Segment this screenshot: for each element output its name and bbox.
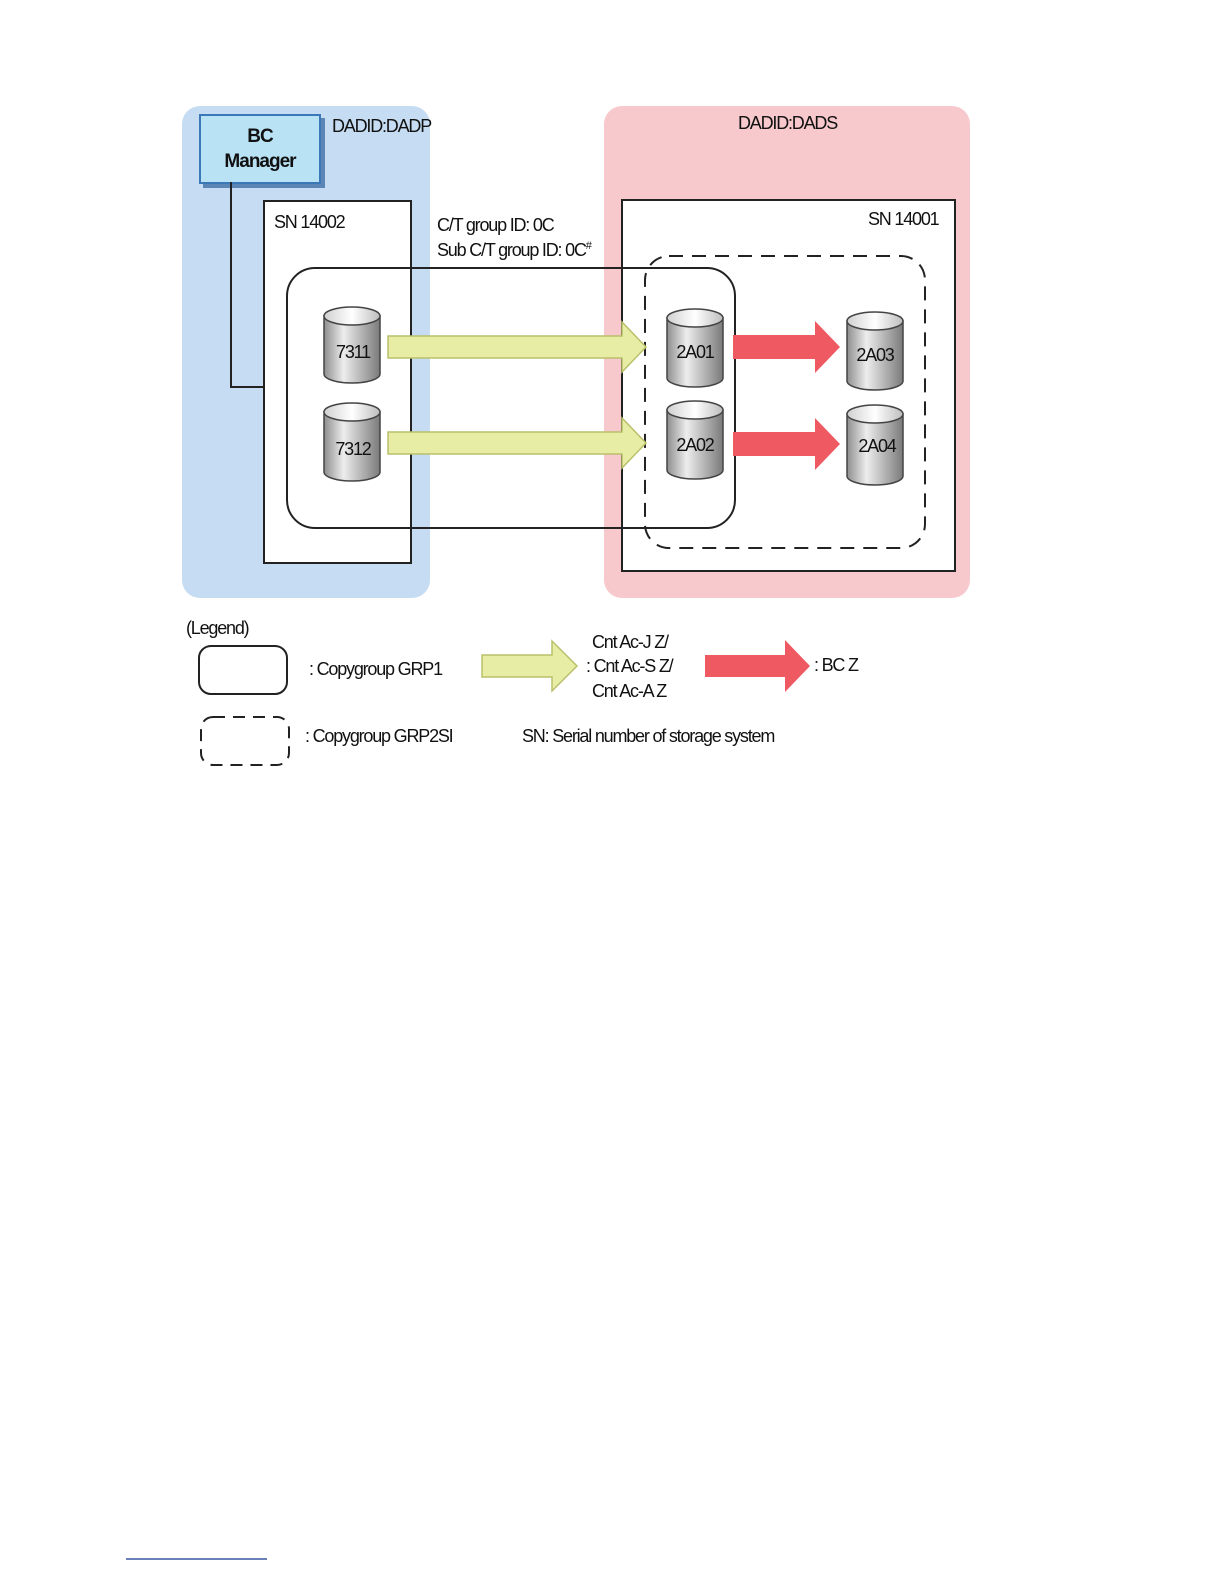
legend-grp2si-label: : Copygroup GRP2SI [305, 726, 452, 747]
volume-2A03-label: 2A03 [853, 345, 897, 366]
legend-title: (Legend) [186, 618, 248, 639]
legend-grp2si-swatch [201, 717, 289, 765]
volume-2A02-label: 2A02 [673, 435, 717, 456]
volume-2A01-label: 2A01 [673, 342, 717, 363]
remote-copy-arrow-1 [388, 322, 646, 372]
volume-2A04-label: 2A04 [855, 436, 899, 457]
volume-7311-label: 7311 [333, 342, 373, 363]
legend-sn-note: SN: Serial number of storage system [522, 726, 774, 747]
legend-remote-copy-arrow [482, 641, 577, 691]
legend-remote-copy-line1: Cnt Ac-J Z/ [592, 632, 668, 653]
legend-remote-copy-line2: : Cnt Ac-S Z/ [586, 656, 672, 677]
bc-manager-connector [231, 182, 264, 387]
remote-copy-arrow-2 [388, 418, 646, 468]
legend-local-copy-arrow [705, 640, 810, 692]
legend-remote-copy-line3: Cnt Ac-A Z [592, 681, 666, 702]
local-copy-arrow-1 [733, 321, 840, 373]
legend-local-copy-label: : BC Z [814, 655, 858, 676]
legend-grp1-swatch [199, 646, 287, 694]
volume-7312-label: 7312 [333, 439, 373, 460]
legend-grp1-label: : Copygroup GRP1 [309, 659, 442, 680]
local-copy-arrow-2 [733, 418, 840, 470]
